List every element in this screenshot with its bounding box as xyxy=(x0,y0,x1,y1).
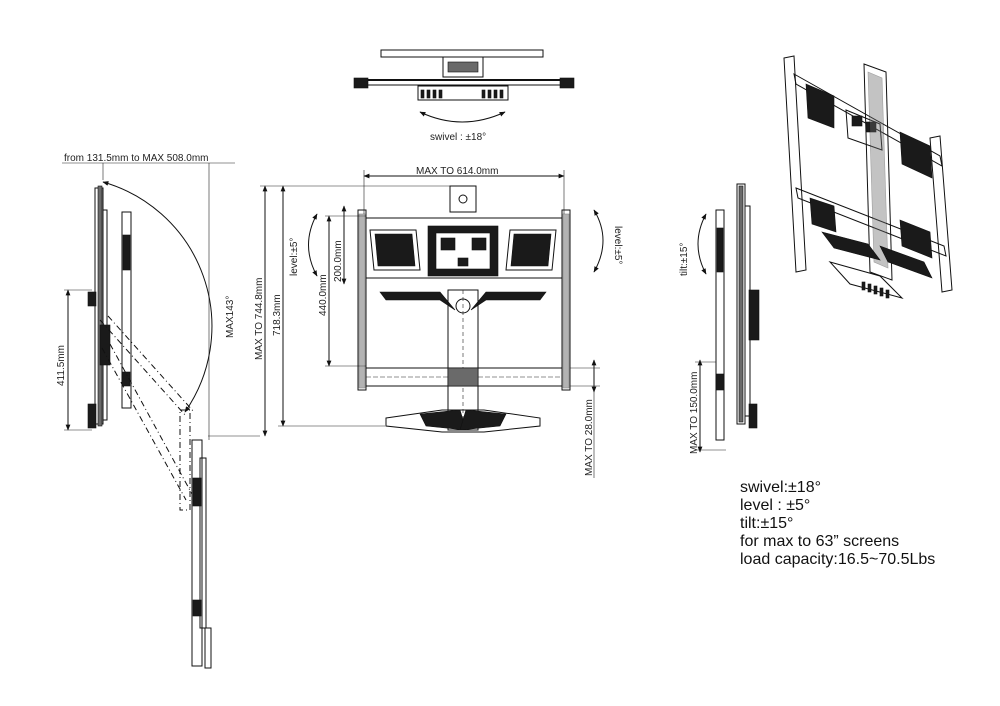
level-left-label: level:±5° xyxy=(289,238,300,276)
height-max-label: MAX TO 744.8mm xyxy=(254,278,265,360)
height-411-label: 411.5mm xyxy=(56,345,67,386)
vesa-440-label: 440.0mm xyxy=(318,274,329,316)
vesa-200-label: 200.0mm xyxy=(333,240,344,282)
top-view: swivel : ±18° xyxy=(353,49,575,143)
height-718-label: 718.3mm xyxy=(272,294,283,336)
swivel-label: swivel : ±18° xyxy=(430,132,486,143)
spec-swivel: swivel:±18° xyxy=(740,479,821,496)
front-view: MAX TO 614.0mm MAX TO 744.8mm 718.3mm le… xyxy=(208,166,623,478)
angle-label: MAX143° xyxy=(225,296,236,338)
spec-tilt: tilt:±15° xyxy=(740,515,794,532)
specifications-list: swivel:±18° level : ±5° tilt:±15° for ma… xyxy=(740,479,935,569)
right-side-view: tilt:±15° MAX TO 150.0mm xyxy=(679,183,760,454)
spec-screen-size: for max to 63” screens xyxy=(740,533,900,550)
width-label: MAX TO 614.0mm xyxy=(416,166,498,177)
spec-load-capacity: load capacity:16.5~70.5Lbs xyxy=(740,551,936,568)
isometric-view xyxy=(783,55,953,299)
spec-level: level : ±5° xyxy=(740,497,811,514)
offset-label: MAX TO 150.0mm xyxy=(689,372,700,454)
depth-label: MAX TO 28.0mm xyxy=(584,399,595,476)
tilt-label: tilt:±15° xyxy=(679,243,690,276)
level-right-label: level:±5° xyxy=(612,226,623,264)
range-label: from 131.5mm to MAX 508.0mm xyxy=(64,153,209,164)
left-side-view: from 131.5mm to MAX 508.0mm 411.5mm MAX1… xyxy=(56,153,236,669)
